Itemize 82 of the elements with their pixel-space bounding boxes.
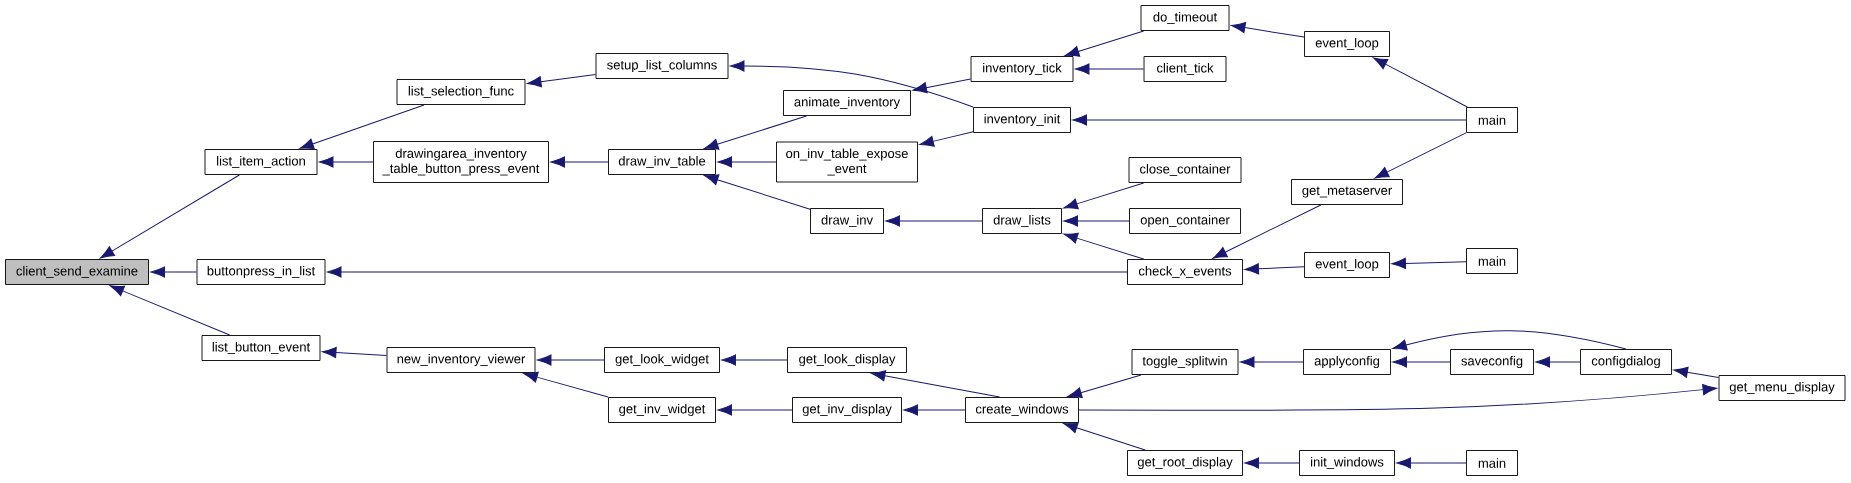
- arrow: [1063, 215, 1130, 227]
- arrow: [1240, 356, 1304, 368]
- function-box: draw_inv: [810, 208, 884, 234]
- function-box: setup_list_columns: [595, 53, 729, 79]
- function-box: animate_inventory: [783, 90, 911, 116]
- arrow: [150, 266, 198, 278]
- arrow: [1078, 384, 1717, 411]
- arrow: [730, 60, 974, 108]
- arrow: [1063, 232, 1145, 260]
- function-box: check_x_events: [1127, 259, 1243, 285]
- arrow: [1673, 366, 1720, 378]
- function-box: get_root_display: [1127, 450, 1243, 476]
- function-box: list_button_event: [201, 335, 321, 361]
- arrow: [1063, 182, 1145, 210]
- function-box: get_menu_display: [1718, 375, 1846, 401]
- function-box: list_item_action: [204, 149, 318, 175]
- function-box: main: [1466, 107, 1518, 133]
- arrow: [1212, 204, 1322, 259]
- arrow: [1391, 257, 1467, 269]
- arrow: [919, 131, 974, 147]
- arrow: [1244, 263, 1305, 275]
- function-box: get_look_widget: [604, 347, 720, 373]
- function-box: draw_inv_table: [608, 149, 716, 175]
- function-box: open_container: [1129, 208, 1241, 234]
- function-box: saveconfig: [1450, 349, 1534, 375]
- arrow: [885, 215, 983, 227]
- arrow: [1396, 457, 1467, 469]
- arrow: [870, 370, 1001, 398]
- arrow: [1244, 457, 1300, 469]
- function-box: get_look_display: [787, 347, 907, 373]
- arrow: [327, 266, 1128, 278]
- arrow: [537, 354, 605, 366]
- arrow: [109, 285, 231, 336]
- arrow: [704, 174, 811, 210]
- arrow: [322, 346, 388, 359]
- arrow: [550, 156, 609, 168]
- function-box: client_send_examine: [5, 259, 149, 285]
- function-box: get_inv_display: [792, 397, 902, 423]
- arrow: [1374, 132, 1467, 179]
- arrow: [704, 115, 807, 150]
- arrow: [527, 74, 597, 88]
- arrow: [1064, 30, 1145, 57]
- arrow: [1392, 356, 1451, 368]
- function-box: do_timeout: [1140, 5, 1230, 31]
- arrow: [523, 371, 609, 398]
- function-box: event_loop: [1304, 252, 1390, 278]
- arrow: [912, 78, 972, 94]
- arrow: [99, 174, 240, 259]
- function-box: list_selection_func: [396, 79, 526, 105]
- arrow: [1075, 63, 1145, 75]
- function-box: on_inv_table_expose _event: [776, 141, 918, 183]
- function-box: main: [1466, 450, 1518, 476]
- function-box: create_windows: [965, 397, 1079, 423]
- function-box: get_inv_widget: [608, 397, 716, 423]
- arrow: [903, 404, 966, 416]
- arrow: [1231, 22, 1305, 38]
- function-box: get_metaserver: [1291, 179, 1403, 205]
- arrow: [1373, 57, 1468, 108]
- function-box: buttonpress_in_list: [196, 259, 326, 285]
- function-box: inventory_init: [973, 107, 1071, 133]
- function-box: event_loop: [1304, 31, 1390, 57]
- arrow: [717, 404, 793, 416]
- function-box: configdialog: [1580, 349, 1672, 375]
- arrow: [1067, 374, 1142, 399]
- arrow: [721, 354, 788, 366]
- arrow: [299, 104, 425, 150]
- arrow: [1392, 330, 1627, 351]
- function-box: close_container: [1128, 157, 1242, 183]
- function-box: drawingarea_inventory _table_button_press_event: [373, 141, 549, 183]
- function-box: inventory_tick: [970, 56, 1074, 82]
- function-box: init_windows: [1299, 450, 1395, 476]
- arrow: [1072, 114, 1467, 126]
- function-box: applyconfig: [1303, 349, 1391, 375]
- arrow: [319, 156, 374, 168]
- function-box: client_tick: [1143, 56, 1227, 82]
- arrow: [1535, 356, 1581, 368]
- function-box: toggle_splitwin: [1131, 349, 1239, 375]
- arrow: [717, 156, 777, 168]
- function-box: draw_lists: [982, 208, 1062, 234]
- function-box: main: [1466, 248, 1518, 274]
- function-box: new_inventory_viewer: [386, 347, 536, 373]
- arrow: [1063, 422, 1146, 451]
